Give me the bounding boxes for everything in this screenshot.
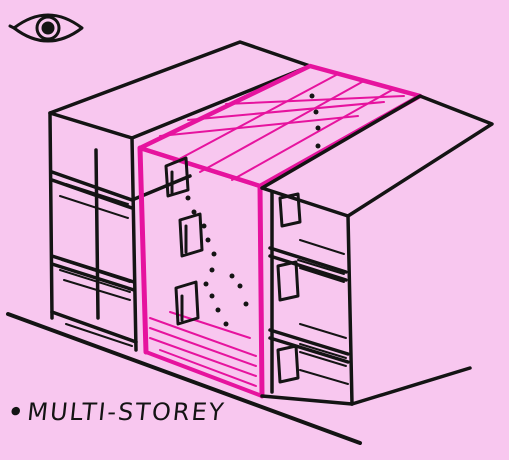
atrium-highlight bbox=[137, 63, 423, 399]
right-building bbox=[260, 94, 494, 406]
caption-text: MULTI-STOREY bbox=[25, 398, 227, 426]
eye-icon bbox=[8, 13, 84, 43]
caption-bullet: • bbox=[6, 398, 27, 426]
ground-line bbox=[6, 312, 362, 445]
diagram-caption: •MULTI-STOREY bbox=[7, 398, 227, 426]
right-building-windows bbox=[276, 192, 302, 384]
right-floor-hatching bbox=[297, 239, 349, 385]
left-floor-hatching bbox=[59, 175, 133, 347]
circulation-dots bbox=[185, 93, 321, 327]
atrium-windows bbox=[164, 156, 204, 326]
